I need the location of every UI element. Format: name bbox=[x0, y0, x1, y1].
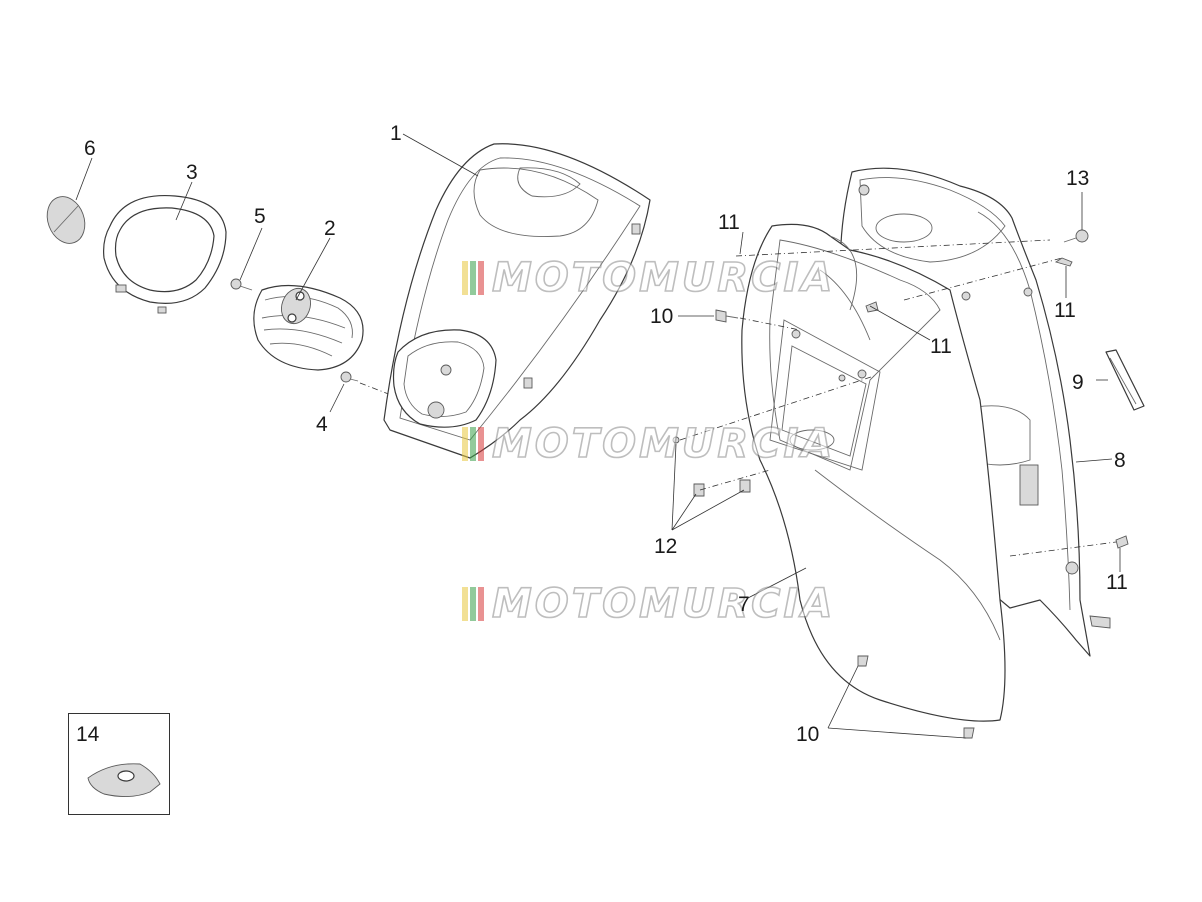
watermark-text: MOTOMURCIA bbox=[491, 581, 836, 627]
inset-box-part-14 bbox=[68, 713, 170, 815]
callout-8: 8 bbox=[1114, 449, 1126, 472]
watermark-logo: MOTOMURCIA bbox=[462, 255, 836, 301]
part-2-headlight bbox=[253, 284, 364, 371]
stripe-yellow bbox=[462, 587, 468, 621]
stripe-red bbox=[478, 427, 484, 461]
callout-11-top-left: 11 bbox=[718, 211, 740, 234]
stripe-yellow bbox=[462, 261, 468, 295]
part-13-screw bbox=[1063, 229, 1089, 243]
stripe-green bbox=[470, 427, 476, 461]
callout-10-bottom: 10 bbox=[796, 723, 820, 746]
part-4-screw bbox=[340, 371, 359, 383]
part-10-screws bbox=[715, 309, 975, 739]
callout-13: 13 bbox=[1066, 167, 1090, 190]
callout-2: 2 bbox=[324, 217, 336, 240]
watermark-logo: MOTOMURCIA bbox=[462, 421, 836, 467]
callout-10-top: 10 bbox=[650, 305, 674, 328]
part-9-plate bbox=[1105, 349, 1145, 411]
callout-7: 7 bbox=[738, 593, 750, 616]
callout-11-center: 11 bbox=[930, 335, 952, 358]
watermark-stripes bbox=[462, 261, 486, 295]
part-3-trim-ring bbox=[103, 194, 227, 314]
part-12-clips bbox=[672, 436, 751, 497]
part-5-screw bbox=[230, 278, 253, 291]
stripe-red bbox=[478, 587, 484, 621]
callout-12: 12 bbox=[654, 535, 678, 558]
watermark-logo: MOTOMURCIA bbox=[462, 581, 836, 627]
part-1-front-shield bbox=[383, 143, 651, 459]
stripe-green bbox=[470, 261, 476, 295]
watermark-text: MOTOMURCIA bbox=[491, 421, 836, 467]
part-7-inner-panel bbox=[741, 223, 1006, 722]
stripe-yellow bbox=[462, 427, 468, 461]
callout-3: 3 bbox=[186, 161, 198, 184]
callout-11-bottom-right: 11 bbox=[1106, 571, 1128, 594]
callout-14: 14 bbox=[76, 723, 100, 746]
stripe-red bbox=[478, 261, 484, 295]
part-14-clip-nut bbox=[87, 763, 161, 797]
watermark-stripes bbox=[462, 427, 486, 461]
callout-6: 6 bbox=[84, 137, 96, 160]
callout-4: 4 bbox=[316, 413, 328, 436]
watermark-text: MOTOMURCIA bbox=[491, 255, 836, 301]
stripe-green bbox=[470, 587, 476, 621]
part-6-badge bbox=[46, 196, 86, 244]
callout-1: 1 bbox=[390, 122, 402, 145]
callout-11-right: 11 bbox=[1054, 299, 1076, 322]
watermark-stripes bbox=[462, 587, 486, 621]
callout-9: 9 bbox=[1072, 371, 1084, 394]
callout-5: 5 bbox=[254, 205, 266, 228]
